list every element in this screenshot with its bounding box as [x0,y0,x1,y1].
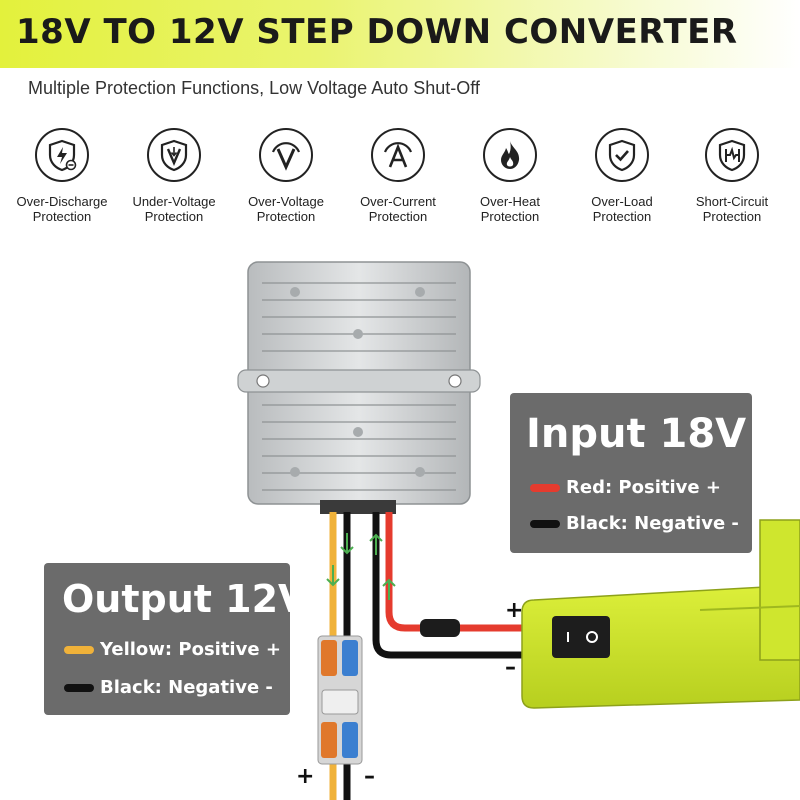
mount-hole [256,374,270,388]
down-arrow-icon [340,533,354,555]
undervoltage-shield-icon [147,128,201,182]
down-arrow-icon [326,565,340,587]
battery-positive-sign: + [505,598,524,623]
page-title: 18V TO 12V STEP DOWN CONVERTER [16,12,738,52]
up-arrow-icon [382,578,396,600]
black-wire-swatch [64,683,94,692]
output-negative-sign: – [364,764,375,789]
input-heading: Input 18V [526,411,747,457]
black-wire-swatch [530,519,560,528]
protection-line1: Under-Voltage [132,194,216,209]
output-positive-sign: + [296,764,315,789]
protection-line1: Over-Voltage [248,194,324,209]
protection-line2: Protection [32,209,92,224]
check-shield-icon [595,128,649,182]
input-red-label: Red: Positive + [566,477,721,498]
protection-line2: Protection [256,209,316,224]
protection-line2: Protection [368,209,428,224]
power-switch [552,616,610,658]
battery-adapter [521,519,800,709]
red-wire-swatch [530,483,560,492]
battery-shield-icon [35,128,89,182]
protection-line1: Short-Circuit [695,194,769,209]
battery-negative-sign: – [505,655,516,680]
protection-line1: Over-Discharge [16,194,108,209]
protection-line2: Protection [592,209,652,224]
inline-fuse-holder [420,619,460,637]
protection-line2: Protection [702,209,762,224]
short-circuit-icon [705,128,759,182]
current-a-icon [371,128,425,182]
output-black-label: Black: Negative - [100,677,273,698]
output-legend-black: Black: Negative - [64,677,273,698]
lever-connectors [317,635,363,765]
input-wires [372,512,530,659]
converter-module [237,261,481,514]
flame-icon [483,128,537,182]
input-panel: Input 18V Red: Positive + Black: Negativ… [510,393,752,553]
input-legend-black: Black: Negative - [530,513,739,534]
voltage-v-icon [259,128,313,182]
output-yellow-label: Yellow: Positive + [100,639,281,660]
banner-background [0,0,800,68]
output-heading: Output 12V [62,577,308,621]
title-banner: 18V TO 12V STEP DOWN CONVERTER [0,0,800,68]
protection-line2: Protection [480,209,540,224]
yellow-wire-swatch [64,645,94,654]
up-arrow-icon [369,533,383,555]
mount-hole [448,374,462,388]
protection-line1: Over-Load [591,194,653,209]
flow-arrows [326,533,396,600]
input-black-label: Black: Negative - [566,513,739,534]
protection-line1: Over-Heat [480,194,540,209]
input-legend-red: Red: Positive + [530,477,721,498]
output-legend-yellow: Yellow: Positive + [64,639,281,660]
protection-line1: Over-Current [360,194,436,209]
output-panel: Output 12V Yellow: Positive + Black: Neg… [44,563,307,715]
subtitle: Multiple Protection Functions, Low Volta… [28,78,480,98]
protection-line2: Protection [144,209,204,224]
